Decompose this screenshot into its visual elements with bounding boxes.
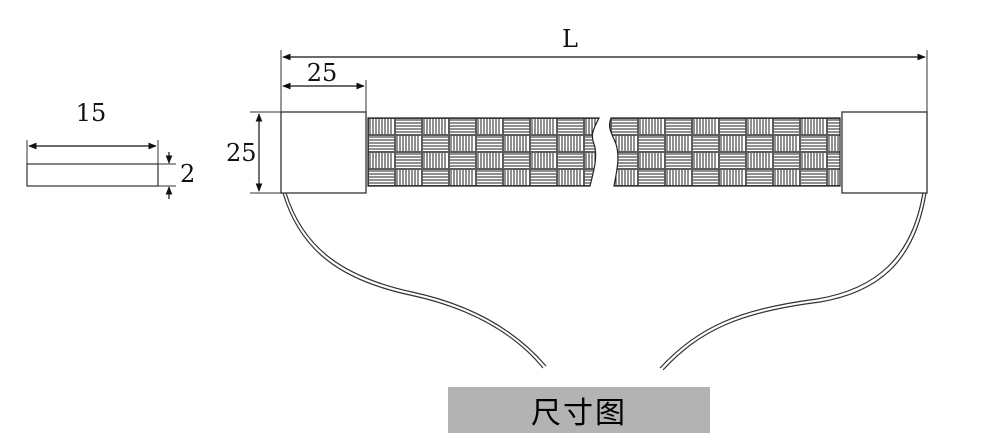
caption-text: 尺寸图 [531, 396, 627, 431]
caption-box: 尺寸图 [448, 387, 710, 433]
thickness-dimension-label: 2 [180, 160, 195, 188]
left-terminal [280, 111, 367, 194]
braided-strap-right [608, 117, 841, 187]
cross-section-rect [26, 163, 159, 187]
width-dimension-label: 15 [76, 99, 107, 127]
leader-wire-left [282, 192, 547, 369]
right-terminal [841, 111, 928, 194]
strap-view: L 25 25 [226, 25, 928, 371]
end-height-dimension-label: 25 [226, 139, 257, 167]
cross-section-view: 15 2 [26, 99, 195, 199]
end-length-dimension-label: 25 [307, 59, 338, 87]
braided-strap-left [367, 117, 600, 187]
leader-wire-right [659, 192, 927, 371]
length-dimension-label: L [562, 25, 578, 53]
